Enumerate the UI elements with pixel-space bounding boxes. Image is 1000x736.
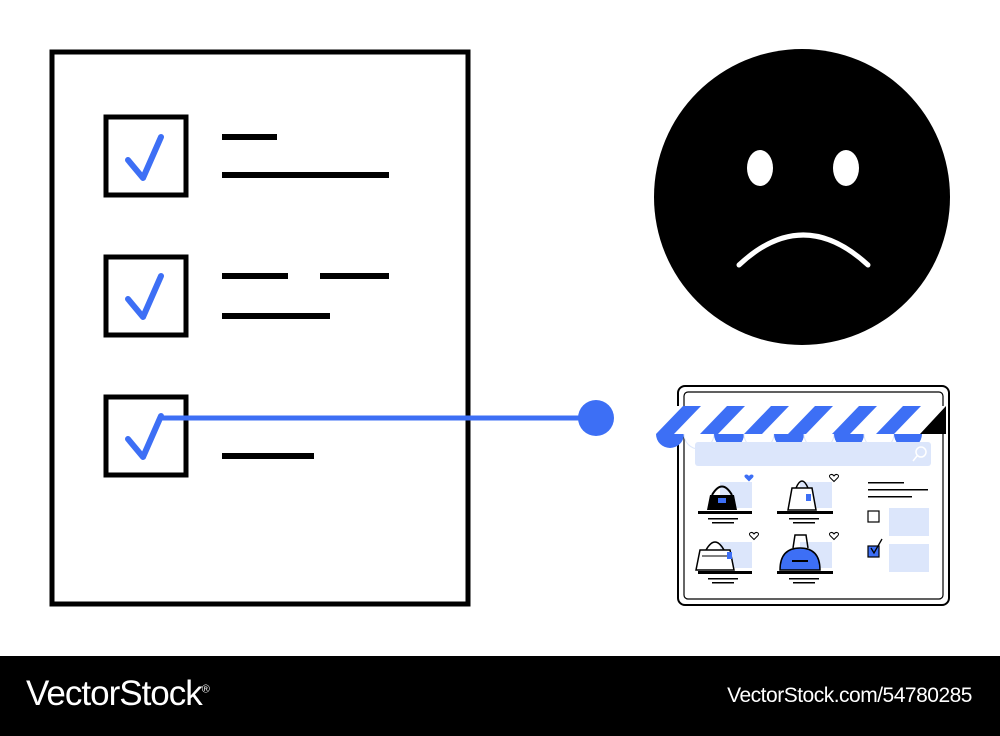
text-line — [222, 134, 277, 140]
frown-mouth — [736, 232, 871, 268]
checklist-item-3 — [103, 394, 314, 478]
left-eye — [747, 150, 773, 186]
text-line — [222, 172, 389, 178]
search-icon[interactable] — [912, 446, 927, 462]
handbag-icon — [707, 485, 737, 510]
product-card-4[interactable] — [777, 532, 839, 584]
footer-bar: VectorStock® VectorStock.com/54780285 — [0, 656, 1000, 736]
store-inner-frame — [683, 391, 944, 600]
filter-option-2[interactable] — [867, 538, 929, 572]
heart-icon[interactable] — [829, 532, 839, 541]
duffel-bag-icon — [779, 534, 821, 571]
shopping-bag-icon — [787, 480, 817, 511]
text-line — [222, 273, 288, 279]
filters-panel — [867, 482, 929, 572]
sad-face-icon — [654, 49, 950, 345]
heart-icon[interactable] — [744, 474, 754, 482]
heart-icon[interactable] — [829, 474, 839, 483]
text-line — [222, 453, 314, 459]
brand-logo: VectorStock® — [26, 674, 210, 714]
heart-icon[interactable] — [749, 532, 759, 541]
product-card-3[interactable] — [695, 532, 759, 584]
checklist-item-1 — [103, 114, 389, 198]
document-page — [49, 49, 471, 607]
online-store-window — [656, 385, 950, 606]
checklist-document — [49, 49, 471, 607]
checkmark-icon — [870, 538, 883, 555]
connector-dot — [578, 400, 614, 436]
product-card-2[interactable] — [777, 474, 839, 524]
tote-bag-icon — [695, 541, 735, 571]
checkmark-icon — [125, 273, 164, 320]
text-line — [320, 273, 389, 279]
text-line — [222, 313, 330, 319]
illustration — [49, 49, 950, 607]
registered-mark: ® — [201, 683, 210, 696]
brand-name: VectorStock — [26, 674, 203, 713]
checkmark-icon — [125, 134, 164, 181]
checkbox-1 — [103, 114, 189, 198]
search-bar[interactable] — [695, 442, 931, 466]
filter-option-1[interactable] — [867, 508, 929, 536]
connector — [161, 400, 614, 436]
stock-id: VectorStock.com/54780285 — [727, 684, 972, 707]
right-eye — [833, 150, 859, 186]
checkbox-3 — [103, 394, 189, 478]
search-input[interactable] — [695, 442, 931, 466]
face-circle — [654, 49, 950, 345]
checkbox-2 — [103, 254, 189, 338]
checkmark-icon — [125, 413, 164, 460]
product-card-1[interactable] — [698, 474, 754, 524]
checklist-item-2 — [103, 254, 389, 338]
filter-checkbox-1[interactable] — [867, 510, 880, 523]
